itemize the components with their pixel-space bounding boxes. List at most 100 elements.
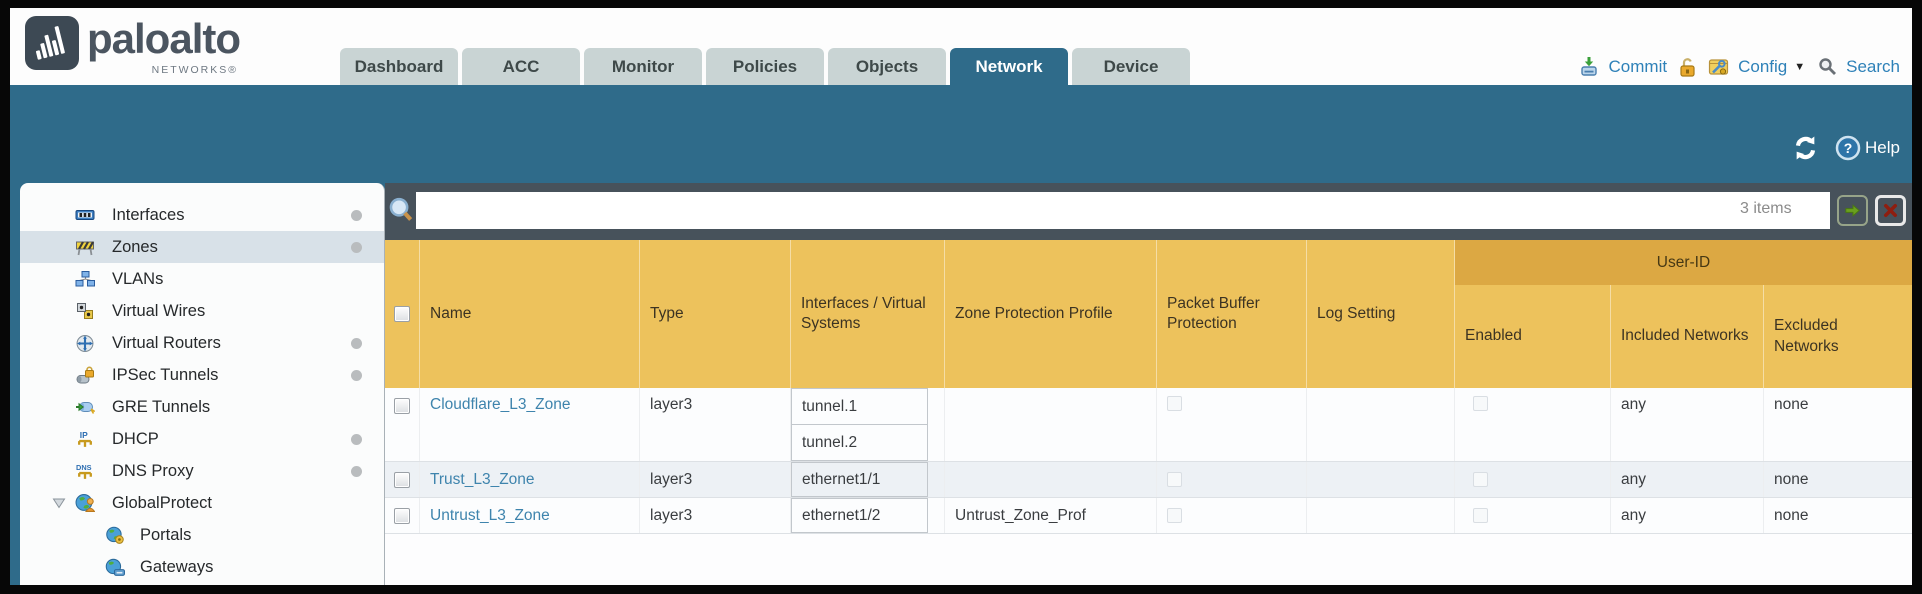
sidebar-item-ipsec-tunnels[interactable]: IPSec Tunnels xyxy=(20,359,384,391)
column-header-packet-buffer-protection[interactable]: Packet Buffer Protection xyxy=(1157,240,1307,388)
log-setting-cell xyxy=(1307,388,1455,461)
sidebar-item-label: Gateways xyxy=(140,557,214,576)
refresh-icon[interactable] xyxy=(1792,135,1819,161)
user-id-group-header: User-ID xyxy=(1455,240,1912,285)
gre-tunnels-icon xyxy=(75,398,95,417)
sidebar-item-vlans[interactable]: VLANs xyxy=(20,263,384,295)
sidebar-item-virtual-routers[interactable]: Virtual Routers xyxy=(20,327,384,359)
row-checkbox[interactable] xyxy=(394,507,410,524)
row-checkbox[interactable] xyxy=(394,398,410,414)
dhcp-icon: IP xyxy=(75,430,95,449)
packet-buffer-protection-checkbox[interactable] xyxy=(1167,472,1182,487)
packet-buffer-protection-checkbox[interactable] xyxy=(1167,396,1182,411)
sidebar-item-dhcp[interactable]: IP DHCP xyxy=(20,423,384,455)
zones-table-header: Name Type Interfaces / Virtual Systems Z… xyxy=(385,240,1912,388)
tab-objects[interactable]: Objects xyxy=(828,48,946,85)
commit-button[interactable]: Commit xyxy=(1608,56,1668,76)
zones-main-panel: 3 items Name Type Interfaces / Virtual S… xyxy=(385,183,1912,585)
included-networks-cell: any xyxy=(1611,462,1764,497)
column-header-enabled[interactable]: Enabled xyxy=(1455,285,1611,388)
virtual-wires-icon xyxy=(75,302,95,321)
column-header-zone-protection-profile[interactable]: Zone Protection Profile xyxy=(945,240,1157,388)
sidebar-item-label: IPSec Tunnels xyxy=(112,365,219,384)
sidebar-item-label: DNS Proxy xyxy=(112,461,194,480)
user-id-enabled-checkbox[interactable] xyxy=(1473,472,1488,487)
packet-buffer-protection-checkbox[interactable] xyxy=(1167,508,1182,523)
column-header-excluded-networks[interactable]: Excluded Networks xyxy=(1774,317,1839,355)
clear-filter-button[interactable] xyxy=(1875,195,1906,226)
top-bar: paloalto NETWORKS® Dashboard ACC Monitor… xyxy=(10,8,1912,85)
sidebar-item-virtual-wires[interactable]: Virtual Wires xyxy=(20,295,384,327)
interfaces-list: ethernet1/1 xyxy=(791,462,928,497)
sidebar-item-label: Zones xyxy=(112,237,158,256)
chevron-down-icon[interactable]: ▼ xyxy=(1794,60,1806,73)
zone-type-cell: layer3 xyxy=(640,462,791,497)
filter-bar: 3 items xyxy=(385,183,1912,240)
sidebar-item-label: VLANs xyxy=(112,269,164,288)
status-dot xyxy=(351,465,362,477)
virtual-routers-icon xyxy=(75,334,95,353)
select-all-checkbox[interactable] xyxy=(394,306,410,322)
config-icon xyxy=(1708,57,1729,77)
sidebar-item-label: Virtual Wires xyxy=(112,301,206,320)
sidebar-item-gateways[interactable]: Gateways xyxy=(20,551,384,583)
column-header-included-networks[interactable]: Included Networks xyxy=(1611,285,1764,388)
column-header-type[interactable]: Type xyxy=(640,240,791,388)
svg-text:DNS: DNS xyxy=(76,462,92,471)
tab-policies[interactable]: Policies xyxy=(706,48,824,85)
body-area: Interfaces Zones VLANs xyxy=(10,183,1912,585)
panos-web-ui: paloalto NETWORKS® Dashboard ACC Monitor… xyxy=(10,8,1912,585)
zones-icon xyxy=(75,238,95,257)
status-dot xyxy=(351,241,362,253)
column-header-interfaces[interactable]: Interfaces / Virtual Systems xyxy=(791,240,945,388)
dns-proxy-icon: DNS xyxy=(75,462,95,481)
tab-monitor[interactable]: Monitor xyxy=(584,48,702,85)
help-link[interactable]: Help xyxy=(1865,138,1900,157)
user-id-enabled-checkbox[interactable] xyxy=(1473,508,1488,523)
row-checkbox[interactable] xyxy=(394,471,410,488)
sidebar-item-interfaces[interactable]: Interfaces xyxy=(20,199,384,231)
interfaces-list: tunnel.1 tunnel.2 xyxy=(791,388,928,461)
included-networks-cell: any xyxy=(1611,498,1764,533)
excluded-networks-cell: none xyxy=(1774,396,1809,413)
logo-text: paloalto NETWORKS® xyxy=(87,15,241,77)
zone-name-link[interactable]: Trust_L3_Zone xyxy=(430,470,535,488)
tab-dashboard[interactable]: Dashboard xyxy=(340,48,458,85)
gateways-icon xyxy=(105,558,125,577)
search-button[interactable]: Search xyxy=(1846,56,1900,76)
table-row: Trust_L3_Zone layer3 ethernet1/1 any non… xyxy=(385,462,1912,498)
sidebar-item-label: GlobalProtect xyxy=(112,493,212,512)
apply-filter-button[interactable] xyxy=(1837,195,1868,226)
lock-icon[interactable] xyxy=(1678,57,1697,77)
interface-cell: ethernet1/2 xyxy=(802,506,881,524)
tab-acc[interactable]: ACC xyxy=(462,48,580,85)
sidebar-item-gre-tunnels[interactable]: GRE Tunnels xyxy=(20,391,384,423)
zone-name-link[interactable]: Cloudflare_L3_Zone xyxy=(430,396,571,413)
portals-icon xyxy=(105,526,125,545)
sidebar-item-globalprotect[interactable]: GlobalProtect xyxy=(20,487,384,519)
utility-links: Commit Config ▼ xyxy=(1578,56,1900,77)
log-setting-cell xyxy=(1307,498,1455,533)
interface-cell: ethernet1/1 xyxy=(802,470,881,488)
excluded-networks-cell: none xyxy=(1774,470,1809,488)
sidebar-item-dns-proxy[interactable]: DNS DNS Proxy xyxy=(20,455,384,487)
column-header-log-setting[interactable]: Log Setting xyxy=(1307,240,1455,388)
filter-input[interactable] xyxy=(416,192,1830,229)
config-menu[interactable]: Config xyxy=(1738,56,1788,76)
tab-network[interactable]: Network xyxy=(950,48,1068,85)
tab-device[interactable]: Device xyxy=(1072,48,1190,85)
zone-name-link[interactable]: Untrust_L3_Zone xyxy=(430,506,550,524)
vlans-icon xyxy=(75,270,95,289)
sidebar-item-zones[interactable]: Zones xyxy=(20,231,384,263)
interfaces-icon xyxy=(75,206,95,225)
user-id-enabled-checkbox[interactable] xyxy=(1473,396,1488,411)
included-networks-cell: any xyxy=(1611,388,1764,461)
zone-protection-profile-cell: Untrust_Zone_Prof xyxy=(945,498,1157,533)
collapse-triangle-icon[interactable] xyxy=(51,495,67,511)
help-icon: ? xyxy=(1835,135,1861,161)
sidebar-item-portals[interactable]: Portals xyxy=(20,519,384,551)
brand-name: paloalto xyxy=(87,15,241,62)
column-header-name[interactable]: Name xyxy=(420,240,640,388)
select-all-cell xyxy=(385,240,420,388)
table-row: Untrust_L3_Zone layer3 ethernet1/2 Untru… xyxy=(385,498,1912,534)
